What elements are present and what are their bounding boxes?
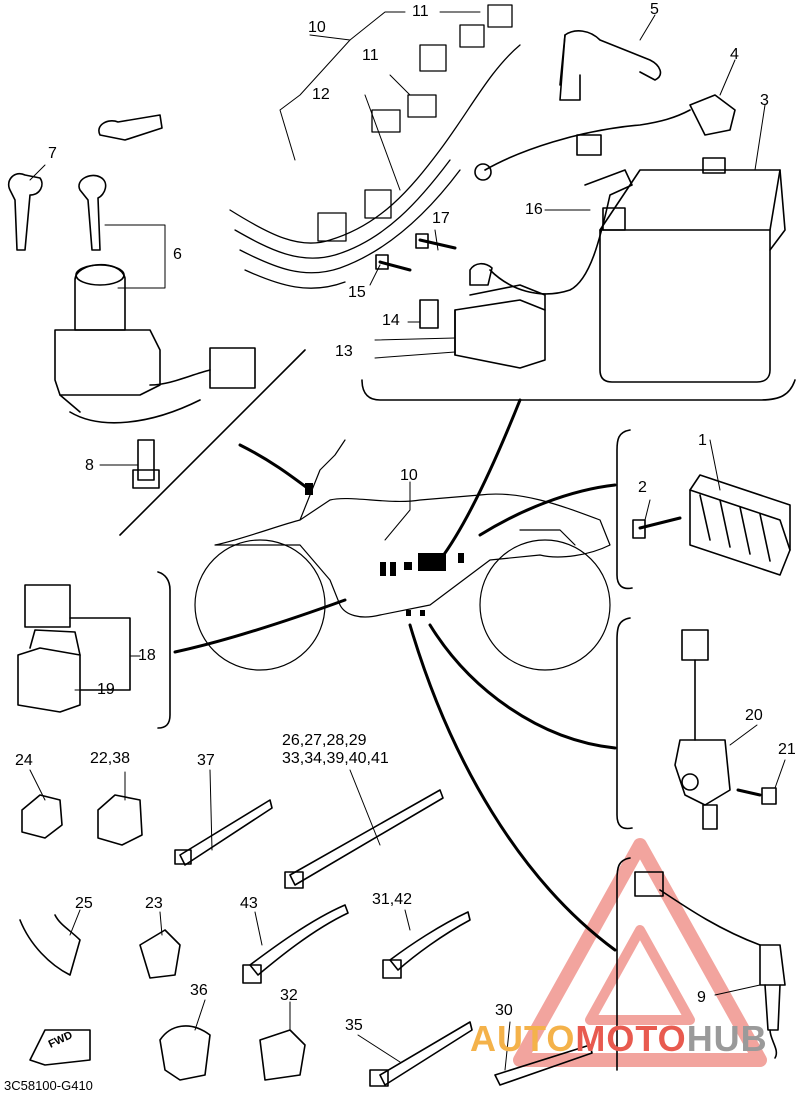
callout-19: 19 [97, 681, 115, 698]
battery-band [559, 30, 662, 86]
rectifier-drawing [632, 474, 791, 576]
group-frame-main-switch [119, 349, 306, 536]
neutral-switch-drawing [634, 871, 786, 1059]
bike-outline [194, 439, 611, 671]
callout-4: 4 [730, 46, 739, 63]
callout-12: 12 [312, 86, 330, 103]
wire-harness [229, 4, 521, 289]
group-frame-relay [157, 571, 171, 729]
callout-25: 25 [75, 895, 93, 912]
group-frame-rectifier [616, 429, 633, 590]
callout-11: 11 [362, 47, 379, 64]
callout-10-bike: 10 [400, 467, 418, 484]
callout-2: 2 [638, 479, 647, 496]
battery-cable [484, 109, 691, 171]
callout-10-top: 10 [308, 19, 326, 36]
callout-21: 21 [778, 741, 796, 758]
callout-31-42: 31,42 [372, 891, 413, 908]
group-frame-neutral [616, 857, 631, 1071]
callout-30: 30 [495, 1002, 513, 1019]
watermark-part-3: HUB [686, 1018, 768, 1059]
minus-cable [489, 169, 633, 295]
callout-23: 23 [145, 895, 163, 912]
bike-markers [305, 483, 464, 616]
callout-33-41: 33,34,39,40,41 [282, 750, 389, 767]
watermark-part-1: AUTO [470, 1018, 576, 1059]
callout-1: 1 [698, 432, 707, 449]
callout-17: 17 [432, 210, 450, 227]
relay-drawing [419, 262, 546, 369]
battery-drawing [599, 157, 786, 383]
callout-35: 35 [345, 1017, 363, 1034]
callout-6: 6 [173, 246, 182, 263]
callout-32: 32 [280, 987, 298, 1004]
callout-43: 43 [240, 895, 258, 912]
callout-13: 13 [335, 343, 353, 360]
callout-22-38: 22,38 [90, 750, 131, 767]
sidestand-switch-drawing [674, 629, 777, 830]
callout-15: 15 [348, 284, 366, 301]
callout-24: 24 [15, 752, 33, 769]
watermark-logo [513, 838, 767, 1067]
callout-9: 9 [697, 989, 706, 1006]
callout-20: 20 [745, 707, 763, 724]
main-switch-drawing [54, 263, 256, 489]
callout-16: 16 [525, 201, 543, 218]
callout-26-29: 26,27,28,29 [282, 732, 367, 749]
callout-5: 5 [650, 1, 659, 18]
callout-37: 37 [197, 752, 215, 769]
callout-11-top: 11 [412, 3, 429, 20]
callout-3: 3 [760, 92, 769, 109]
relay-18-drawing [17, 584, 81, 713]
watermark-part-2: MOTO [575, 1018, 687, 1059]
callout-18: 18 [138, 647, 156, 664]
callout-14: 14 [382, 312, 400, 329]
group-frame-battery [361, 379, 796, 401]
callout-8: 8 [85, 457, 94, 474]
diagram-code: 3C58100-G410 [4, 1078, 93, 1093]
callout-36: 36 [190, 982, 208, 999]
watermark-text: AUTOMOTOHUB [470, 1018, 768, 1060]
clamps-drawing [19, 789, 593, 1087]
keys-drawing [7, 114, 163, 251]
callout-7: 7 [48, 145, 57, 162]
group-frame-sidestand [616, 617, 633, 830]
